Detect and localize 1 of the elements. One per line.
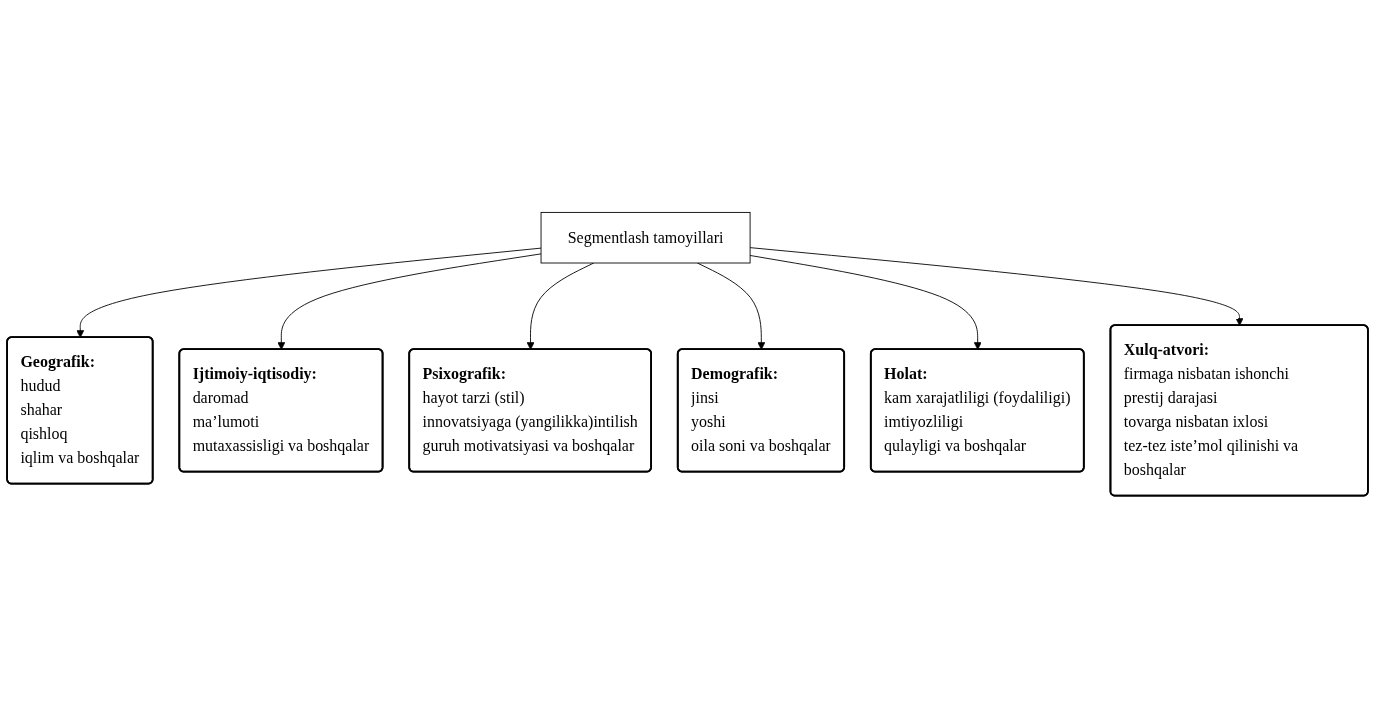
node-box: Segmentlash tamoyillari <box>540 211 751 264</box>
